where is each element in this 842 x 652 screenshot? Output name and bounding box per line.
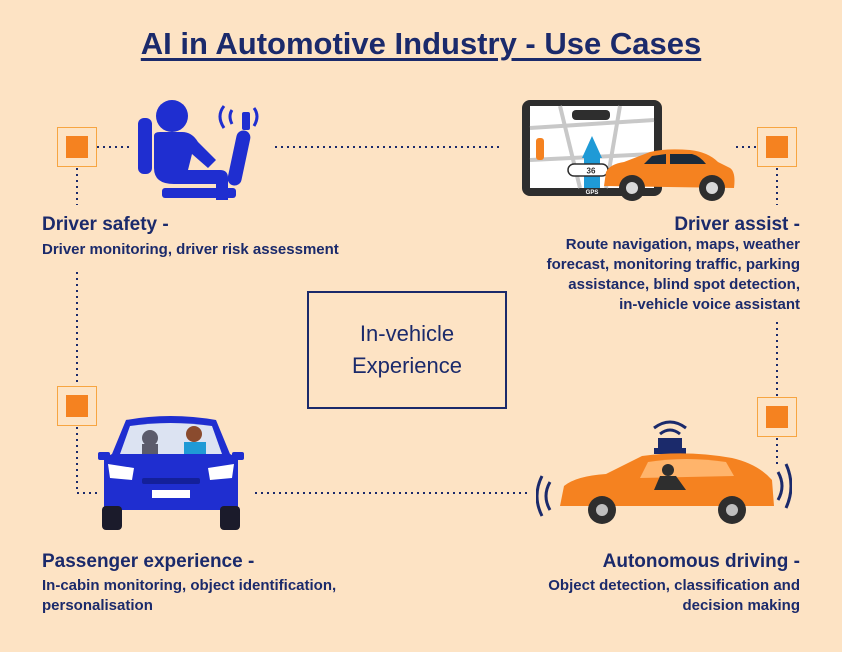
driver-assist-heading: Driver assist - — [674, 214, 800, 235]
driver-assist-line: assistance, blind spot detection, — [568, 276, 800, 293]
autonomous-driving-line: decision making — [682, 597, 800, 614]
passenger-experience-line: In-cabin monitoring, object identificati… — [42, 577, 337, 594]
passenger-experience-heading: Passenger experience - — [42, 551, 255, 572]
center-line-1: In-vehicle — [359, 321, 455, 346]
driver-steering-icon — [138, 100, 259, 200]
center-box: In-vehicle Experience — [307, 291, 507, 409]
autonomous-driving-heading: Autonomous driving - — [602, 551, 800, 572]
page-title: AI in Automotive Industry - Use Cases — [140, 26, 702, 61]
gps-navigation-icon: 36 GPS — [522, 100, 735, 201]
driver-safety-description: Driver monitoring, driver risk assessmen… — [42, 241, 339, 258]
node-autonomous-driving — [757, 397, 797, 437]
passenger-car-icon — [98, 416, 244, 530]
gps-speed-label: 36 — [587, 167, 596, 176]
driver-assist-line: Route navigation, maps, weather — [565, 236, 800, 253]
node-passenger-experience — [57, 386, 97, 426]
passenger-experience-description: In-cabin monitoring, object identificati… — [42, 576, 336, 616]
autonomous-driving-line: Object detection, classification and — [548, 577, 800, 594]
driver-assist-line: in-vehicle voice assistant — [619, 296, 800, 313]
driver-assist-line: forecast, monitoring traffic, parking — [546, 256, 800, 273]
gps-brand-label: GPS — [586, 190, 599, 196]
autonomous-car-icon — [536, 420, 792, 524]
driver-assist-description: Route navigation, maps, weather forecast… — [547, 235, 800, 315]
driver-safety-heading: Driver safety - — [42, 214, 169, 235]
passenger-experience-line: personalisation — [42, 597, 153, 614]
node-driver-safety — [57, 127, 97, 167]
center-line-2: Experience — [351, 353, 463, 378]
autonomous-driving-description: Object detection, classification and dec… — [548, 576, 800, 616]
node-driver-assist — [757, 127, 797, 167]
